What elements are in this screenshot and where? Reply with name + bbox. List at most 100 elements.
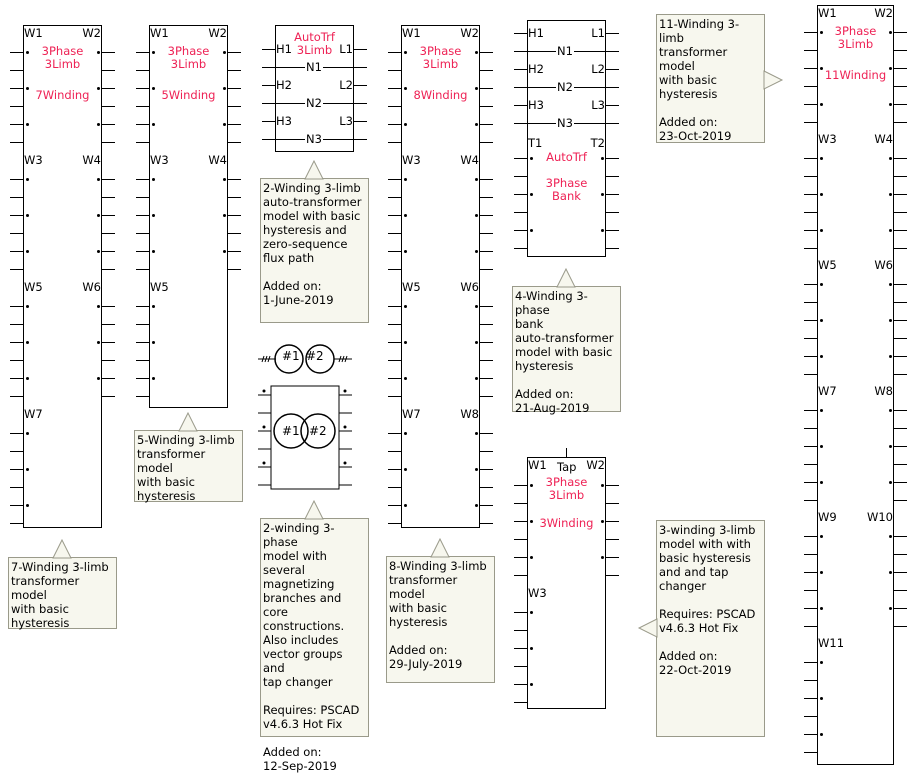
pin-line[interactable] [606,33,619,34]
pin-line[interactable] [514,176,527,177]
pin-line[interactable] [480,396,493,397]
pin-line[interactable] [136,215,149,216]
pin-line[interactable] [228,269,241,270]
pin-line[interactable] [10,88,23,89]
pin-line[interactable] [480,523,493,524]
pin-line[interactable] [102,251,115,252]
pin-line[interactable] [606,539,619,540]
pin-line[interactable] [228,179,241,180]
pin-line[interactable] [804,86,817,87]
pin-line[interactable] [804,428,817,429]
pin-line[interactable] [102,306,115,307]
pin-line[interactable] [606,176,619,177]
pin-line[interactable] [228,88,241,89]
pin-line[interactable] [262,85,275,86]
pin-line[interactable] [804,752,817,753]
pin-line[interactable] [10,505,23,506]
pin-line[interactable] [606,575,619,576]
xfmr-3winding[interactable] [527,457,606,709]
pin-line[interactable] [10,269,23,270]
pin-line[interactable] [804,104,817,105]
pin-line[interactable] [514,666,527,667]
pin-line[interactable] [480,251,493,252]
pin-line[interactable] [388,124,401,125]
pin-line[interactable] [514,630,527,631]
pin-line[interactable] [388,269,401,270]
pin-line[interactable] [388,106,401,107]
pin-line[interactable] [606,105,619,106]
pin-line[interactable] [894,248,907,249]
pin-line[interactable] [894,122,907,123]
pin-line[interactable] [102,142,115,143]
pin-line[interactable] [894,428,907,429]
pin-line[interactable] [514,248,527,249]
pin-line[interactable] [804,320,817,321]
pin-line[interactable] [388,233,401,234]
pin-line[interactable] [804,248,817,249]
pin-line[interactable] [136,360,149,361]
pin-line[interactable] [10,433,23,434]
pin-line[interactable] [514,158,527,159]
pin-line[interactable] [804,122,817,123]
pin-line[interactable] [136,269,149,270]
pin-line[interactable] [10,215,23,216]
pin-line[interactable] [804,590,817,591]
pin-line[interactable] [514,69,527,70]
pin-line[interactable] [480,215,493,216]
pin-line[interactable] [606,69,619,70]
pin-line[interactable] [388,451,401,452]
pin-line[interactable] [514,539,527,540]
pin-line[interactable] [136,52,149,53]
pin-line[interactable] [136,124,149,125]
pin-line[interactable] [102,124,115,125]
pin-line[interactable] [136,197,149,198]
pin-line[interactable] [894,500,907,501]
pin-line[interactable] [136,306,149,307]
pin-line[interactable] [388,487,401,488]
pin-line[interactable] [136,342,149,343]
pin-line[interactable] [102,215,115,216]
pin-line[interactable] [894,32,907,33]
pin-line[interactable] [10,342,23,343]
pin-line[interactable] [894,608,907,609]
pin-line[interactable] [354,121,367,122]
pin-line[interactable] [102,269,115,270]
pin-line[interactable] [894,320,907,321]
pin-line[interactable] [388,179,401,180]
pin-line[interactable] [894,626,907,627]
pin-line[interactable] [480,70,493,71]
pin-line[interactable] [804,482,817,483]
autotrf-bank[interactable] [527,20,606,257]
pin-line[interactable] [10,360,23,361]
pin-line[interactable] [804,338,817,339]
pin-line[interactable] [10,306,23,307]
pin-line[interactable] [804,230,817,231]
pin-line[interactable] [480,197,493,198]
pin-line[interactable] [514,33,527,34]
xfmr-8winding[interactable] [401,25,480,528]
pin-line[interactable] [480,233,493,234]
pin-line[interactable] [228,215,241,216]
pin-line[interactable] [10,52,23,53]
pin-line[interactable] [136,179,149,180]
pin-line[interactable] [514,684,527,685]
pin-line[interactable] [804,716,817,717]
pin-line[interactable] [894,212,907,213]
xfmr-5winding[interactable] [149,25,228,408]
pin-line[interactable] [480,433,493,434]
pin-line[interactable] [10,142,23,143]
pin-line[interactable] [894,194,907,195]
pin-line[interactable] [102,88,115,89]
pin-line[interactable] [10,378,23,379]
pin-line[interactable] [894,590,907,591]
pin-line[interactable] [894,410,907,411]
pin-line[interactable] [804,302,817,303]
pin-line[interactable] [228,233,241,234]
pin-line[interactable] [894,158,907,159]
pin-line[interactable] [514,212,527,213]
pin-line[interactable] [804,680,817,681]
pin-line[interactable] [102,324,115,325]
pin-line[interactable] [804,176,817,177]
pin-line[interactable] [388,142,401,143]
pin-line[interactable] [804,662,817,663]
